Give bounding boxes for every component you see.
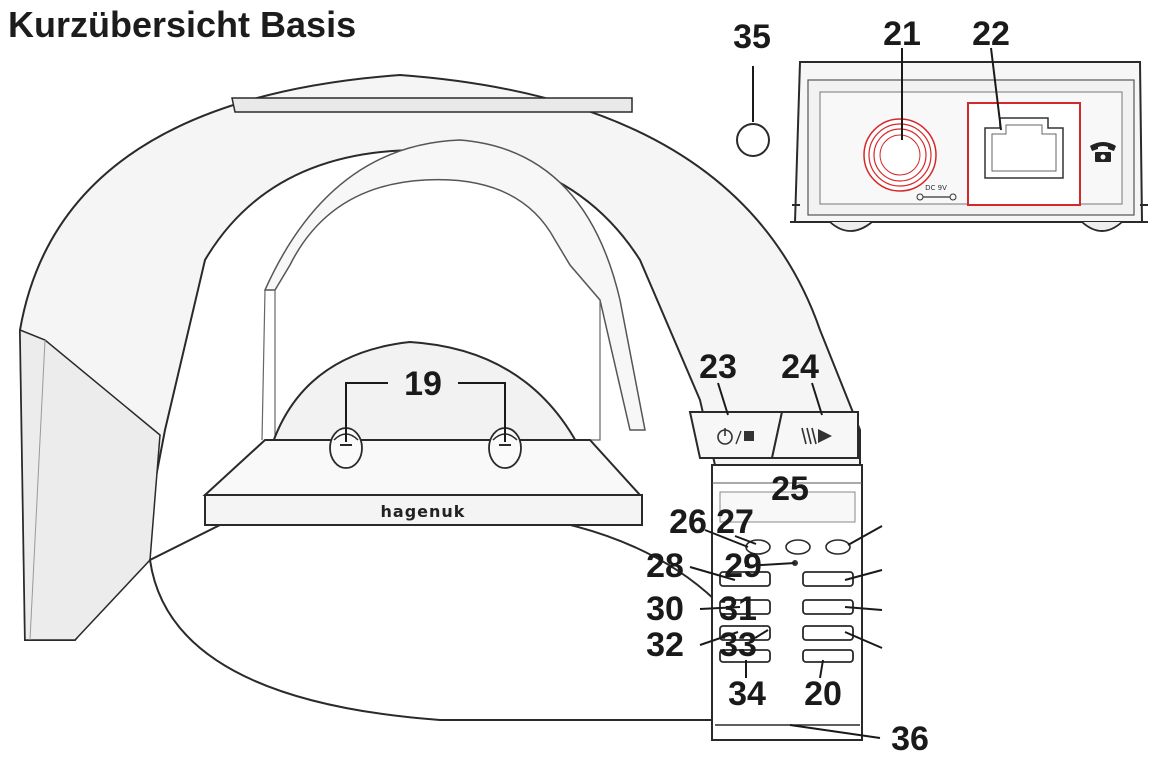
- round-key-2[interactable]: [785, 539, 811, 555]
- callout-31: 31: [719, 590, 757, 628]
- indicator-35: [736, 123, 770, 157]
- key-right-1[interactable]: [802, 571, 854, 587]
- polarity-icon: [916, 193, 957, 201]
- callout-34: 34: [728, 675, 766, 713]
- callout-22: 22: [972, 15, 1010, 53]
- base-outer-arch: [18, 73, 861, 721]
- callout-19: 19: [404, 365, 442, 403]
- callout-25: 25: [771, 470, 809, 508]
- dc-label: DC 9V: [925, 184, 947, 192]
- key-right-3[interactable]: [802, 625, 854, 641]
- display-window: [719, 491, 856, 523]
- phone-jack: [967, 102, 1081, 206]
- callout-27: 27: [716, 503, 754, 541]
- stop-button[interactable]: [688, 411, 784, 459]
- callout-21: 21: [883, 15, 921, 53]
- callout-36: 36: [891, 720, 929, 757]
- callout-23: 23: [699, 348, 737, 386]
- callout-26: 26: [669, 503, 707, 541]
- charging-contact-left: [329, 427, 363, 469]
- callout-35: 35: [733, 18, 771, 56]
- key-right-4[interactable]: [802, 649, 854, 663]
- lower-arch-opening: [148, 508, 716, 722]
- power-stop-icon: [717, 428, 754, 445]
- callout-33: 33: [719, 626, 757, 664]
- power-socket: [863, 118, 937, 192]
- callout-24: 24: [781, 348, 819, 386]
- callout-20: 20: [804, 675, 842, 713]
- callout-30: 30: [646, 590, 684, 628]
- top-slot: [231, 97, 633, 113]
- cradle-platform-top: [202, 439, 643, 496]
- keypad-callout-lines: [689, 525, 883, 739]
- round-key-3[interactable]: [825, 539, 851, 555]
- callout-29: 29: [724, 547, 762, 585]
- cradle-front-strip: [204, 494, 643, 526]
- brand-logo: hagenuk: [381, 502, 466, 521]
- play-button[interactable]: [770, 411, 859, 459]
- callout-32: 32: [646, 626, 684, 664]
- page-title: Kurzübersicht Basis: [8, 4, 357, 45]
- callout-28: 28: [646, 547, 684, 585]
- phone-icon: [1090, 142, 1116, 162]
- callout-line-19: [345, 382, 506, 442]
- keypad-rect-keys: [719, 571, 854, 663]
- inner-arch: [263, 139, 646, 431]
- key-left-1[interactable]: [719, 571, 771, 587]
- play-icon: [801, 427, 832, 445]
